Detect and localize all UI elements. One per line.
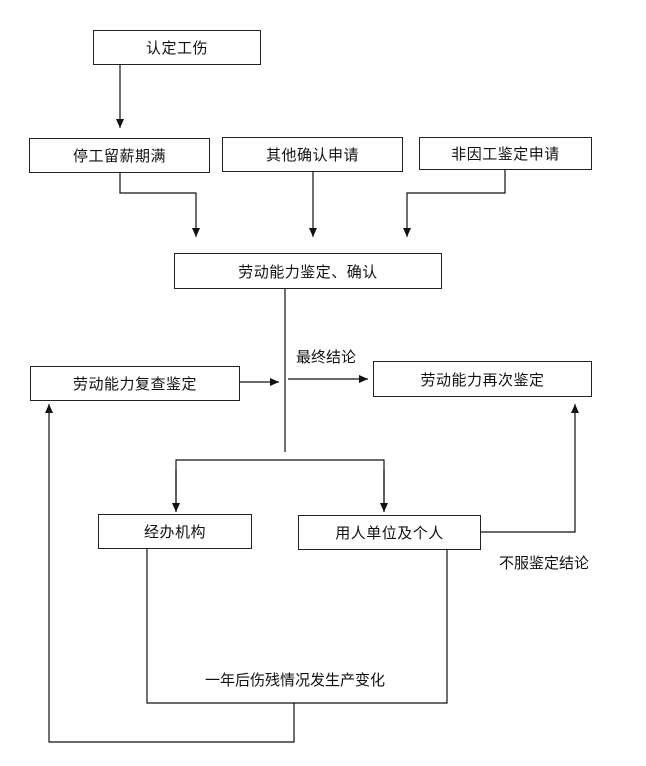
label-final-conclusion: 最终结论 [296, 348, 357, 366]
line-branch [175, 459, 385, 512]
line-bottom-loop [146, 549, 448, 704]
node-non-injury-appraisal: 非因工鉴定申请 [419, 137, 592, 170]
node-other-confirm: 其他确认申请 [222, 137, 403, 172]
node-review-appraisal: 劳动能力复查鉴定 [30, 366, 240, 401]
arrow-employer-to-reappraisal [481, 404, 579, 533]
arrow-nonwork-to-appraisal [403, 170, 506, 237]
label-disagree-conclusion: 不服鉴定结论 [499, 554, 590, 572]
label-change-after-year: 一年后伤残情况发生产变化 [205, 671, 386, 689]
node-agency: 经办机构 [98, 514, 252, 549]
arrow-loop-to-review [45, 404, 295, 743]
node-re-appraisal: 劳动能力再次鉴定 [373, 361, 592, 397]
node-leave-expired: 停工留薪期满 [29, 138, 210, 173]
node-employer-individual: 用人单位及个人 [298, 515, 481, 550]
node-labor-appraisal: 劳动能力鉴定、确认 [174, 253, 442, 289]
node-confirm-injury: 认定工伤 [93, 30, 261, 65]
arrow-leave-to-appraisal [119, 173, 200, 237]
